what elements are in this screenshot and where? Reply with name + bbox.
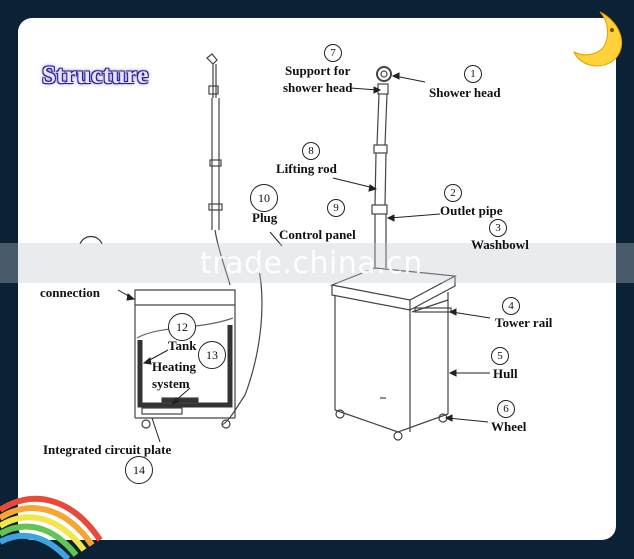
- watermark-band: [0, 243, 634, 283]
- part-label-12: Tank: [168, 338, 197, 353]
- part-number-10: 10: [250, 184, 278, 212]
- page-title: Structure: [42, 62, 149, 89]
- watermark-text: trade.china.cn: [200, 246, 423, 281]
- part-number-3: 3: [489, 219, 507, 237]
- part-label-9: Control panel: [279, 227, 356, 242]
- connection-label: connection: [40, 285, 100, 300]
- part-number-7: 7: [324, 44, 342, 62]
- left-unit-body: [79, 235, 236, 429]
- part-label-13-line1: Heating: [152, 359, 197, 374]
- part-label-6: Wheel: [491, 419, 527, 434]
- part-label-2: Outlet pipe: [440, 203, 503, 218]
- diagram-card: [18, 18, 616, 540]
- part-label-7-line2: shower head: [283, 80, 353, 95]
- left-shower-rod: [206, 53, 263, 426]
- rainbow-icon: [0, 495, 103, 559]
- moon-icon: [573, 11, 623, 67]
- right-unit-housing: [329, 267, 458, 441]
- right-shower-rod: [371, 66, 392, 268]
- part-number-6: 6: [497, 400, 515, 418]
- part-number-8: 8: [302, 142, 320, 160]
- part-label-14: Integrated circuit plate: [43, 442, 172, 457]
- leader-lines: [117, 72, 491, 443]
- part-label-5: Hull: [493, 366, 518, 381]
- part-number-13: 13: [198, 341, 226, 369]
- part-number-2: 2: [444, 184, 462, 202]
- part-number-14: 14: [125, 456, 153, 484]
- part-label-13-line2: system: [152, 376, 190, 391]
- part-label-7-line1: Support for: [285, 63, 351, 78]
- part-number-1: 1: [464, 65, 482, 83]
- part-label-3: Washbowl: [471, 237, 529, 252]
- part-number-9: 9: [327, 199, 345, 217]
- part-number-4: 4: [502, 297, 520, 315]
- part-label-10: Plug: [252, 210, 278, 225]
- part-number-5: 5: [491, 347, 509, 365]
- part-label-1: Shower head: [429, 85, 501, 100]
- part-label-8: Lifting rod: [276, 161, 337, 176]
- part-number-12: 12: [168, 313, 196, 341]
- part-label-4: Tower rail: [495, 315, 553, 330]
